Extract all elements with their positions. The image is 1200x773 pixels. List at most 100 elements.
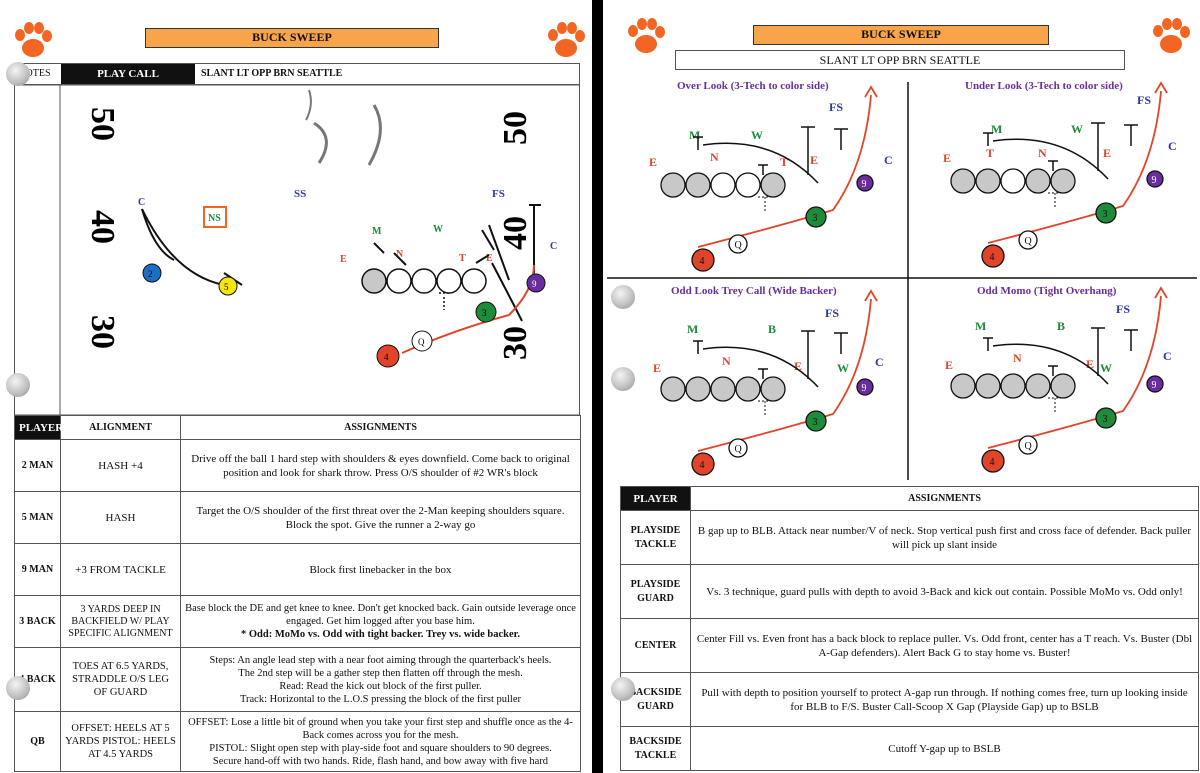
- formation-diagrams: Over Look (3-Tech to color side) FS M W …: [607, 80, 1197, 480]
- backer-mark: [1091, 122, 1105, 171]
- yard-number: 40: [497, 216, 534, 250]
- lineman: [950, 373, 976, 399]
- pull-mark: [758, 196, 773, 211]
- yard-number: 30: [497, 326, 534, 360]
- player-9: [1146, 170, 1164, 188]
- label-n: N: [396, 249, 404, 260]
- label-ss: SS: [294, 188, 306, 200]
- table-row: 9 MAN +3 FROM TACKLE Block first linebac…: [14, 543, 581, 596]
- player-q: Q: [418, 337, 425, 347]
- svg-text:T: T: [986, 146, 994, 160]
- col-player: PLAYER: [14, 415, 63, 440]
- binder-hole: [611, 677, 635, 701]
- col-player: PLAYER: [620, 486, 691, 511]
- paw-logo-icon: [1153, 18, 1190, 53]
- player-5: 5: [224, 282, 229, 292]
- player-9: [1146, 375, 1164, 393]
- table-row: QB OFFSET: HEELS AT 5 YARDS PISTOL: HEEL…: [14, 711, 581, 772]
- yard-number: 50: [497, 111, 534, 145]
- lineman: [660, 172, 686, 198]
- svg-text:W: W: [1100, 361, 1112, 375]
- lineman: [760, 376, 786, 402]
- label-ns: NS: [208, 213, 221, 224]
- play-diagram: 50 40 30 50 40 30 SS FS NS C M W E N T E…: [14, 85, 580, 415]
- player-4-label: 4: [700, 460, 705, 471]
- svg-text:E: E: [943, 151, 951, 165]
- binder-hole: [611, 367, 635, 391]
- pull-mark: [1048, 397, 1063, 412]
- yard-number: 50: [84, 107, 121, 141]
- run-arrow-icon: [864, 85, 878, 98]
- run-arrow-icon: [864, 289, 878, 302]
- player-4-label: 4: [990, 457, 995, 468]
- label-t: T: [459, 253, 466, 264]
- run-path: [697, 298, 872, 452]
- player-q-label: Q: [735, 444, 743, 455]
- odd-note: * Odd: MoMo vs. Odd with tight backer. T…: [241, 629, 520, 640]
- lineman: [710, 172, 736, 198]
- diagram-odd-trey: Odd Look Trey Call (Wide Backer) FS M B …: [653, 285, 884, 375]
- backer-mark: [693, 136, 703, 150]
- player-3-label: 3: [1103, 209, 1108, 220]
- backer-mark: [758, 368, 768, 379]
- play-banner: BUCK SWEEP: [145, 28, 439, 48]
- player-3: 3: [482, 308, 487, 318]
- table-row: 2 MAN HASH +4 Drive off the ball 1 hard …: [14, 439, 581, 492]
- table-row: 3 BACK 3 YARDS DEEP IN BACKFIELD W/ PLAY…: [14, 595, 581, 648]
- yard-number: 40: [84, 210, 121, 244]
- diagram-under-look: Under Look (3-Tech to color side) FS M W…: [943, 80, 1177, 165]
- player-q: [1018, 435, 1038, 455]
- play-banner: BUCK SWEEP: [753, 25, 1049, 45]
- player-q: [728, 234, 748, 254]
- svg-text:N: N: [710, 150, 719, 164]
- label-fs: FS: [492, 188, 505, 200]
- player-3: [1095, 202, 1117, 224]
- lineman: [685, 376, 711, 402]
- lineman: [735, 376, 761, 402]
- yard-number: 30: [84, 315, 121, 349]
- svg-text:M: M: [975, 319, 986, 333]
- block-path: [992, 343, 1109, 385]
- lineman: [685, 172, 711, 198]
- label-m: M: [372, 226, 382, 237]
- col-assignments: ASSIGNMENTS: [690, 486, 1199, 511]
- svg-text:B: B: [1057, 319, 1065, 333]
- player-3-label: 3: [1103, 414, 1108, 425]
- play-call-title: SLANT LT OPP BRN SEATTLE: [675, 50, 1125, 70]
- binder-hole: [611, 285, 635, 309]
- svg-text:C: C: [1168, 139, 1177, 153]
- backer-mark: [758, 164, 768, 175]
- player-3-label: 3: [813, 213, 818, 224]
- player-q-label: Q: [735, 240, 743, 251]
- notes-label: OTES: [25, 68, 51, 79]
- svg-text:M: M: [991, 122, 1002, 136]
- player-4: [981, 449, 1005, 473]
- svg-text:W: W: [1071, 122, 1083, 136]
- block-path: [992, 138, 1109, 180]
- player-3: [805, 410, 827, 432]
- label-e2: E: [486, 253, 493, 264]
- backer-mark: [1091, 327, 1105, 376]
- svg-text:FS: FS: [1116, 302, 1130, 316]
- label-e: E: [340, 254, 347, 265]
- player-4: [691, 248, 715, 272]
- backer-mark: [1048, 160, 1058, 171]
- run-arrow-icon: [1154, 286, 1168, 299]
- lineman: [1050, 168, 1076, 194]
- svg-text:N: N: [1013, 351, 1022, 365]
- svg-text:FS: FS: [1137, 93, 1151, 107]
- binder-hole: [6, 62, 30, 86]
- run-path: [987, 295, 1162, 449]
- svg-text:FS: FS: [825, 306, 839, 320]
- svg-text:N: N: [1038, 146, 1047, 160]
- svg-text:E: E: [653, 361, 661, 375]
- label-w: W: [433, 224, 443, 235]
- label-c: C: [550, 241, 557, 252]
- col-assignments: ASSIGNMENTS: [180, 415, 581, 440]
- player-9: [856, 378, 874, 396]
- lineman: [1000, 168, 1026, 194]
- svg-text:Odd Look Trey Call (Wide Backe: Odd Look Trey Call (Wide Backer): [671, 285, 837, 297]
- lineman: [975, 373, 1001, 399]
- paw-logo-icon: [15, 22, 52, 57]
- svg-text:FS: FS: [829, 100, 843, 114]
